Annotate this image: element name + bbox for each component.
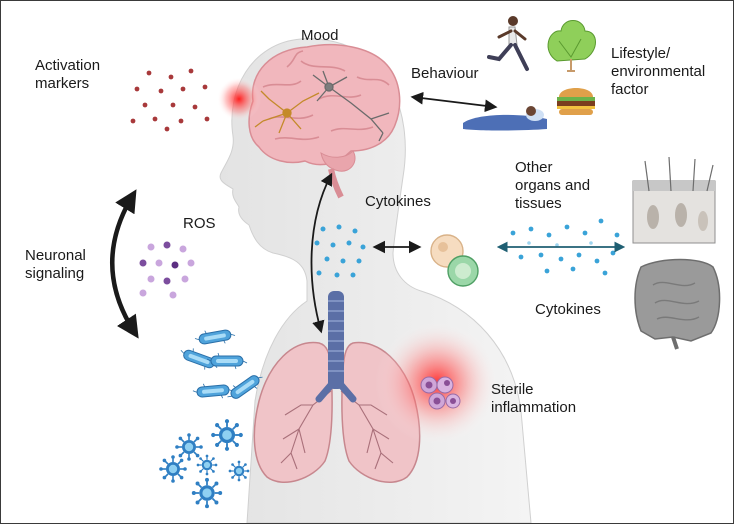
sleeping-person-icon — [463, 106, 547, 131]
activation-marker-dots — [130, 68, 210, 132]
neuronal-signaling-label-line2: signaling — [25, 265, 85, 282]
runner-icon — [487, 16, 529, 71]
cytokines-center-label: Cytokines — [365, 193, 431, 210]
brain-icon — [248, 44, 401, 199]
lettuce-icon — [547, 20, 596, 72]
virus-icon — [158, 418, 250, 510]
lifestyle-label-line3: factor — [611, 81, 649, 98]
skin-tissue-icon — [632, 156, 716, 244]
neuronal-signaling-arrow — [110, 189, 139, 339]
intestine-icon — [634, 258, 721, 350]
mood-label: Mood — [301, 27, 339, 44]
activation-markers-label-line2: markers — [35, 75, 90, 92]
neuron-icon — [254, 90, 320, 134]
activation-glow — [217, 77, 261, 121]
lifestyle-label-line1: Lifestyle/ — [611, 45, 671, 62]
ros-dots — [139, 241, 195, 299]
immune-cell-icon — [420, 376, 461, 410]
activation-markers-label-line1: Activation — [35, 57, 101, 74]
cytokine-dots-right — [510, 218, 620, 276]
neuronal-signaling-label-line1: Neuronal — [25, 247, 86, 264]
behaviour-arrow — [410, 91, 498, 113]
bacteria-icon — [176, 325, 267, 406]
sterile-inflammation-label-line1: Sterile — [491, 381, 534, 398]
immune-cell-icon — [430, 234, 479, 287]
brain-lung-arrow — [310, 172, 333, 334]
lifestyle-label-line2: environmental — [611, 63, 706, 80]
ros-label: ROS — [183, 215, 216, 232]
other-organs-label-line2: organs and — [515, 177, 591, 194]
sterile-inflammation-label-line2: inflammation — [491, 399, 577, 416]
cytokines-right-label: Cytokines — [535, 301, 601, 318]
other-organs-label-line1: Other — [515, 159, 553, 176]
behaviour-label: Behaviour — [411, 65, 479, 82]
burger-icon — [557, 88, 595, 115]
other-organs-label-line3: tissues — [515, 195, 562, 212]
neuron-icon — [312, 70, 390, 142]
